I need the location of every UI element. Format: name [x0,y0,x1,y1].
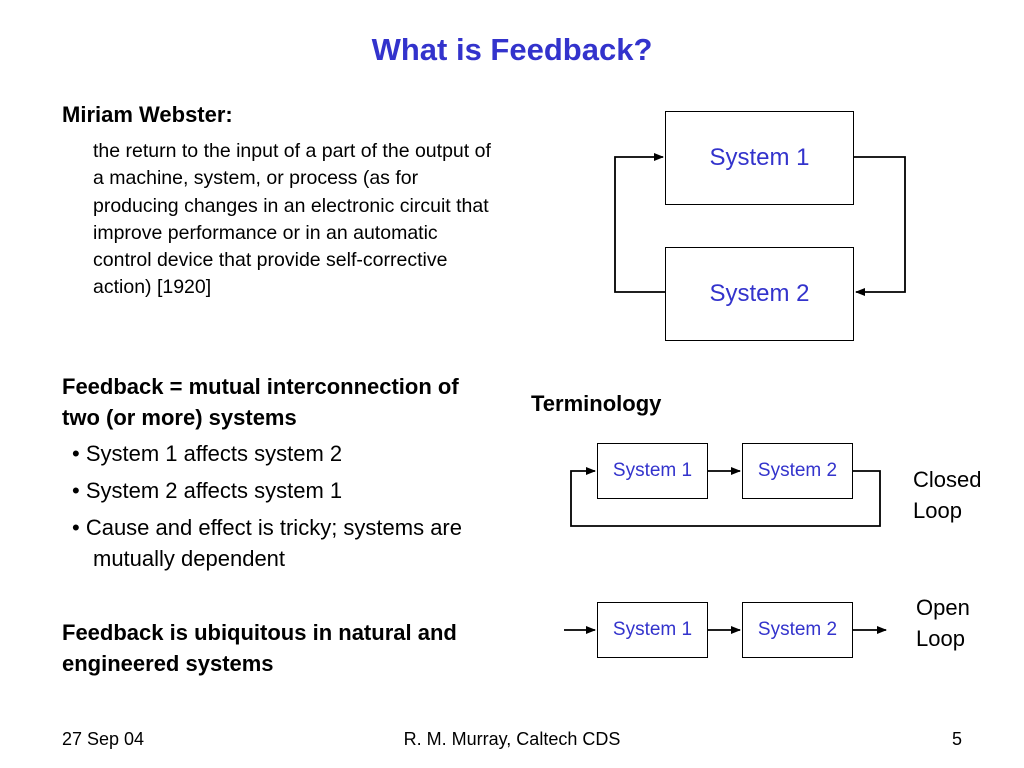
definition-heading: Miriam Webster: [62,102,233,127]
closed-loop-label-line2: Loop [913,498,962,523]
definition-text: the return to the input of a part of the… [93,140,491,299]
closed-loop-system1-box: System 1 [597,443,708,499]
ubiquitous-statement: Feedback is ubiquitous in natural and en… [62,620,457,676]
terminology-heading: Terminology [531,391,662,416]
feedback-system2-box: System 2 [665,247,854,341]
footer-author: R. M. Murray, Caltech CDS [403,729,621,749]
slide-title: What is Feedback? [371,32,653,67]
open-loop-system2-box: System 2 [742,602,853,658]
feedback-arrow-to-system1 [614,153,665,293]
footer-date: 27 Sep 04 [62,729,145,749]
bullet-item: • System 2 affects system 1 [72,478,343,503]
closed-loop-return-path [570,467,881,527]
bullet-item: • Cause and effect is tricky; systems ar… [72,515,462,571]
closed-loop-label: Closed Loop [913,464,981,526]
closed-loop-label-line1: Closed [913,467,982,492]
closed-loop-system2-box: System 2 [742,443,853,499]
footer-page-number: 5 [952,729,963,749]
open-loop-label-line1: Open [916,595,970,620]
open-loop-label-line2: Loop [916,626,965,651]
open-loop-label: Open Loop [916,592,970,654]
feedback-system1-box: System 1 [665,111,854,205]
feedback-heading: Feedback = mutual interconnection of two… [62,374,459,430]
open-loop-system1-box: System 1 [597,602,708,658]
feedback-arrow-to-system2 [854,156,906,296]
bullet-item: • System 1 affects system 2 [72,441,343,466]
